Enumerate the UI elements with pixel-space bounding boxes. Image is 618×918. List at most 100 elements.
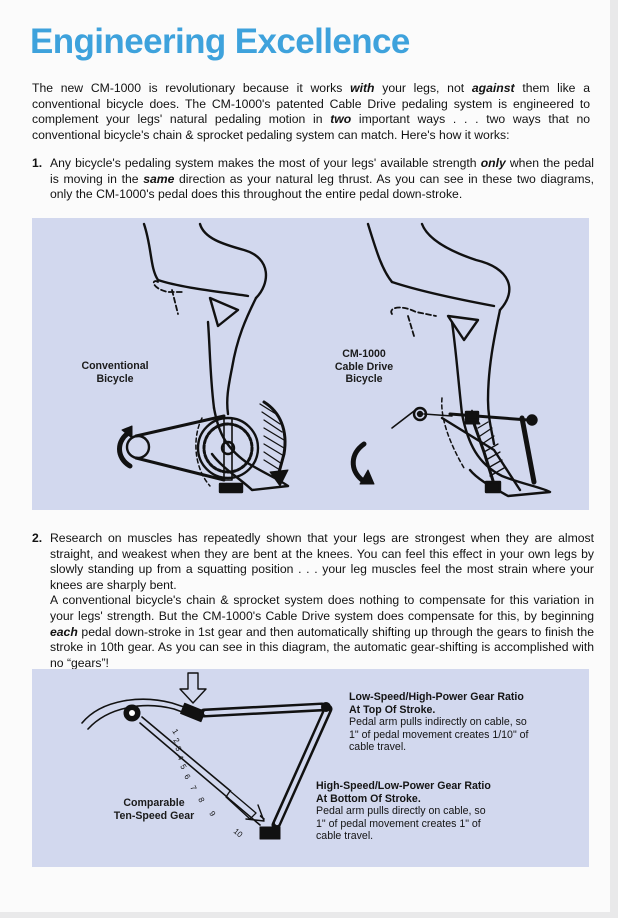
cable-rider-calf [450, 320, 464, 416]
conventional-label-line-1: Conventional [81, 360, 149, 372]
pedal-comparison-diagram: Conventional Bicycle CM-1000 Cable Drive… [32, 218, 589, 510]
gear-number-2: 2 [171, 736, 181, 745]
conventional-rotation-arrow-head [121, 425, 133, 439]
cable-rider-shin [486, 308, 502, 446]
pedal-comparison-illustration [117, 222, 552, 498]
intro-emphasis-two: two [330, 112, 352, 127]
cable-rotation-arrow [350, 441, 367, 483]
cable-saddle [390, 306, 437, 317]
top-gear-text-3: cable travel. [349, 741, 407, 754]
conventional-chainwheel-hub [220, 440, 236, 456]
cable-rider-triangle [446, 314, 480, 342]
cable-rider-front [420, 222, 511, 312]
conventional-force-hatching [259, 403, 285, 471]
conventional-chain [134, 414, 226, 482]
gear-number-6: 6 [182, 773, 192, 782]
intro-emphasis-with: with [350, 81, 375, 95]
conventional-dashed-swing [195, 417, 211, 487]
gear-ratio-diagram: 1 2 3 4 5 6 7 8 9 10 Low-Speed/High-Powe… [32, 669, 589, 867]
cable-rider-thigh [390, 280, 496, 308]
point-1-paragraph: Any bicycle's pedaling system makes the … [50, 156, 594, 203]
top-gear-annotation: Low-Speed/High-Power Gear Ratio At Top O… [349, 691, 528, 754]
bottom-gear-heading-2: At Bottom Of Stroke. [316, 792, 421, 805]
cable-label-line-1: CM-1000 [342, 348, 386, 360]
conventional-shoe [210, 406, 290, 492]
gear-number-1: 1 [170, 727, 180, 736]
point-1-text-3: direction as your natural leg thrust. As… [50, 171, 594, 202]
cable-drive-bicycle-label: CM-1000 Cable Drive Bicycle [322, 348, 406, 386]
bottom-gear-text-3: cable travel. [316, 830, 374, 843]
bottom-pedal-block [259, 826, 281, 840]
down-force-arrow [179, 672, 207, 704]
cable-upright [519, 415, 537, 485]
conventional-saddle [152, 280, 185, 293]
conventional-rear-sprocket [125, 434, 151, 460]
conventional-rider-calf [206, 320, 216, 410]
conventional-rotation-arrow [117, 429, 133, 469]
gear-number-4: 4 [175, 754, 185, 763]
conventional-label-line-2: Bicycle [96, 372, 134, 385]
conventional-rider-triangle [208, 296, 240, 328]
top-gear-heading-1: Low-Speed/High-Power Gear Ratio [349, 691, 524, 703]
gear-number-8: 8 [196, 796, 206, 804]
point-1-emphasis-same: same [143, 171, 175, 186]
conventional-crank [223, 417, 233, 481]
cable-seatpost [407, 315, 415, 337]
intro-text-3: them like a conventional bicycle does. T… [32, 81, 590, 127]
intro-text-4: important ways . . . two ways that no co… [32, 112, 590, 142]
point-2-emphasis-each: each [50, 624, 78, 639]
gear-number-7: 7 [188, 784, 198, 792]
point-2: 2. Research on muscles has repeatedly sh… [32, 531, 594, 671]
point-1-text-2: when the pedal is moving in the [50, 156, 594, 186]
bottom-gear-text-2: 1" of pedal movement creates 1" of [316, 817, 481, 830]
cable-pedal [484, 480, 502, 494]
point-2-number: 2. [32, 531, 43, 545]
cable-wire [391, 407, 453, 429]
conventional-rider-front [198, 222, 268, 300]
cable-top-block [464, 410, 480, 422]
gear-number-9: 9 [207, 810, 217, 819]
top-gear-text-1: Pedal arm pulls indirectly on cable, so [349, 716, 527, 729]
gear-number-3: 3 [173, 745, 183, 754]
conventional-rider-back [142, 222, 160, 282]
comparable-label-line-2: Ten-Speed Gear [113, 809, 195, 822]
top-gear-heading-2: At Top Of Stroke. [349, 703, 436, 716]
bottom-gear-heading-1: High-Speed/Low-Power Gear Ratio [316, 780, 491, 792]
conventional-seatpost [171, 289, 179, 315]
point-2-text-1: A conventional bicycle's chain & sprocke… [50, 593, 594, 623]
cable-label-line-3: Bicycle [345, 373, 383, 385]
point-1: 1. Any bicycle's pedaling system makes t… [32, 156, 594, 203]
cable-rotation-arrow-head [359, 469, 375, 485]
gear-number-10: 10 [232, 827, 245, 840]
conventional-pedal [218, 482, 244, 494]
gear-number-scale: 1 2 3 4 5 6 7 8 9 10 [170, 727, 244, 839]
point-1-emphasis-only: only [480, 156, 506, 170]
gear-ratio-illustration: 1 2 3 4 5 6 7 8 9 10 [81, 672, 333, 840]
bottom-gear-annotation: High-Speed/Low-Power Gear Ratio At Botto… [316, 780, 491, 843]
conventional-rider-thigh [156, 278, 250, 298]
cable-dashed-leg [441, 397, 465, 469]
pedal-swing-arc [228, 791, 260, 819]
cable-upright-inner [517, 419, 529, 481]
conventional-pedal-arrow [262, 400, 287, 478]
frame-pivot [321, 702, 331, 712]
top-gear-text-2: 1" of pedal movement creates 1/10" of [349, 728, 529, 741]
conventional-bicycle-label: Conventional Bicycle [76, 360, 154, 385]
comparable-label-line-1: Comparable [123, 797, 185, 809]
point-2-text-2: pedal down-stroke in 1st gear and then a… [50, 624, 594, 670]
point-2-paragraph-2: A conventional bicycle's chain & sprocke… [50, 593, 594, 671]
cable-pedal-arm [440, 416, 522, 492]
intro-paragraph: The new CM-1000 is revolutionary because… [32, 81, 590, 143]
bottom-gear-text-1: Pedal arm pulls directly on cable, so [316, 805, 486, 818]
conventional-pedal-arrow-head [269, 469, 289, 487]
cable-pedal-arm-bar [448, 412, 530, 422]
cable-rider-back [366, 222, 394, 284]
point-1-text-1: Any bicycle's pedaling system makes the … [50, 156, 481, 170]
intro-emphasis-against: against [471, 81, 515, 95]
comparable-gear-label: Comparable Ten-Speed Gear [106, 797, 202, 822]
cable-front-pulley-hub [416, 410, 424, 418]
cable-lines [81, 698, 197, 724]
page-title: Engineering Excellence [30, 22, 410, 61]
intro-text-2: your legs, not [374, 81, 472, 95]
